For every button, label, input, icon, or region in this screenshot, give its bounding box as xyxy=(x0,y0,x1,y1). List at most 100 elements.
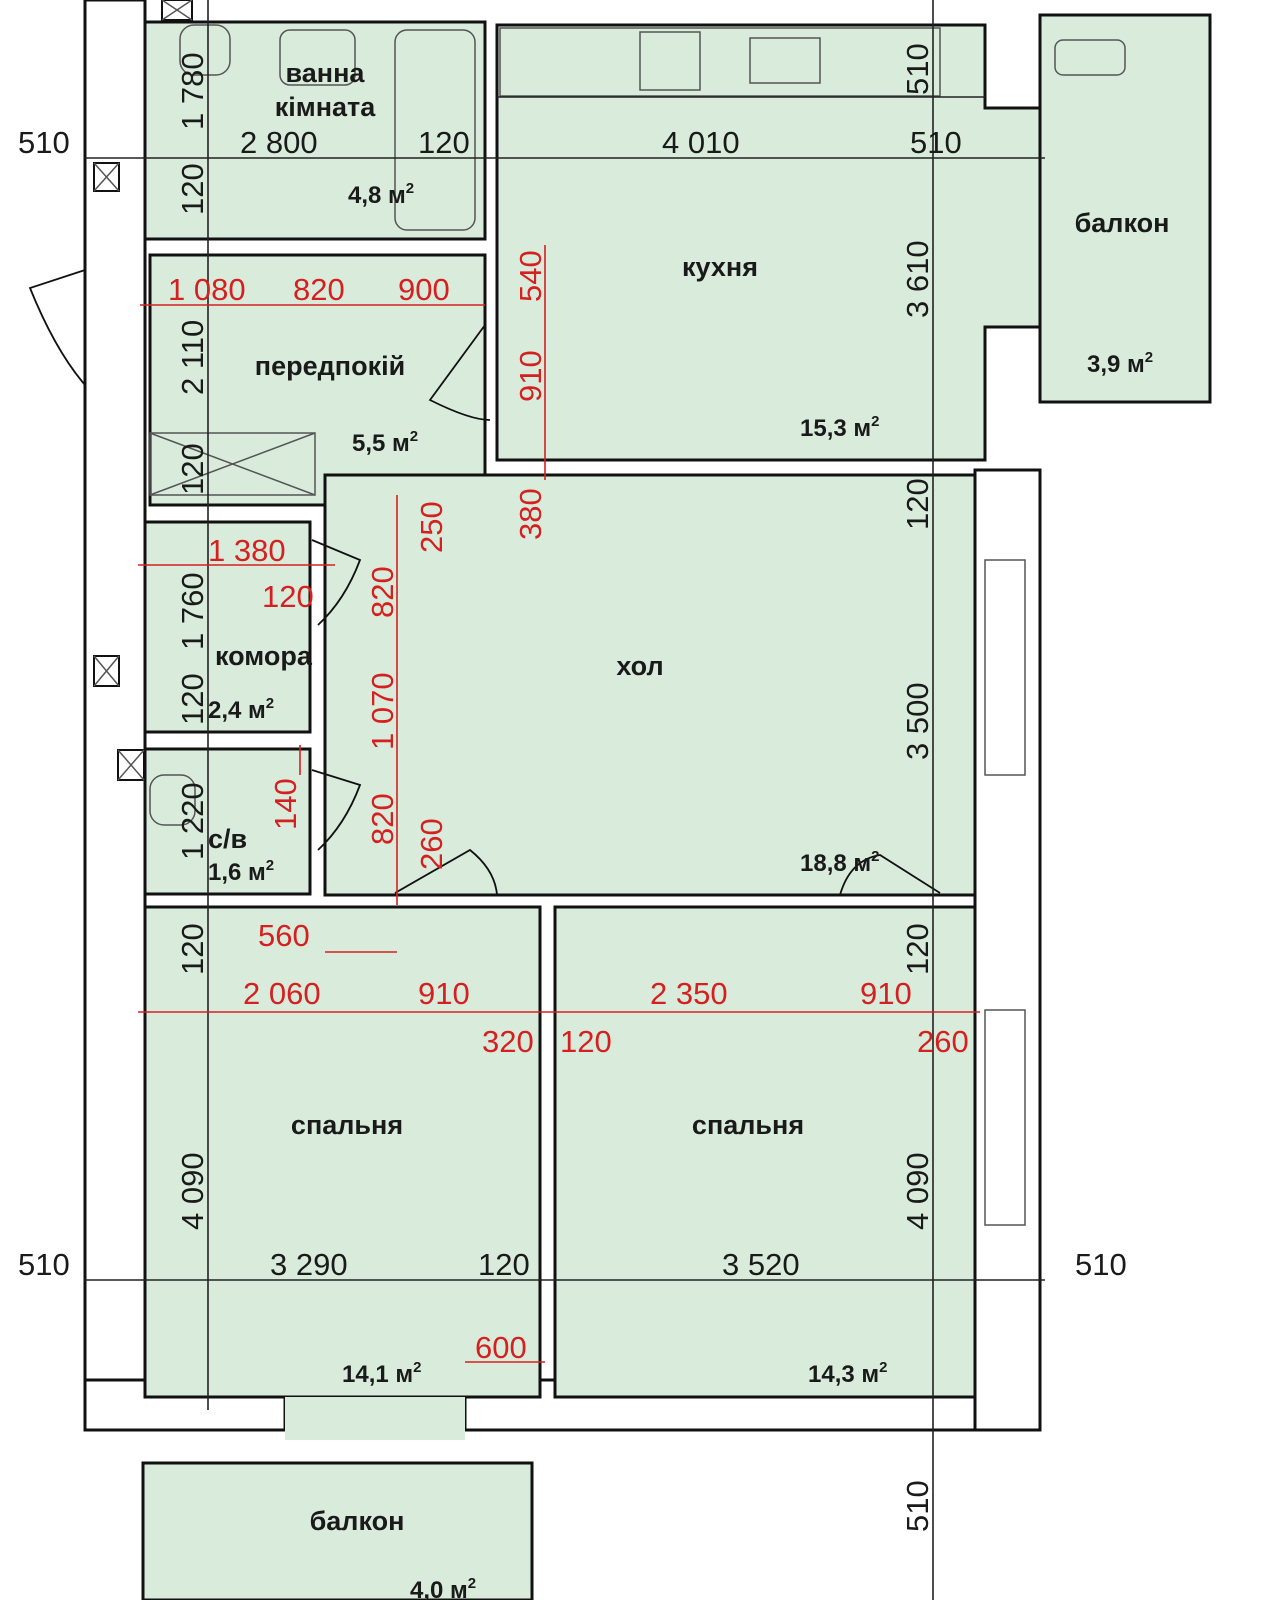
red-dim-bed-right-2350: 2 350 xyxy=(650,976,728,1011)
hallway-name: передпокій xyxy=(255,351,405,381)
dim-bedroom-right-width: 3 520 xyxy=(722,1247,800,1282)
dim-hall-height: 2 110 xyxy=(175,320,210,395)
storage-area: 2,4 м2 xyxy=(208,695,274,724)
dim-top-right-vertical: 510 xyxy=(900,43,935,95)
wardrobe xyxy=(149,432,316,496)
balcony-bottom-name: балкон xyxy=(310,1506,405,1536)
sink xyxy=(749,37,821,84)
exterior-wall-left xyxy=(83,0,147,1432)
red-dim-corridor-1070: 1 070 xyxy=(365,672,400,750)
balcony-top-name: балкон xyxy=(1075,208,1170,238)
red-dim-kitchen-door: 910 xyxy=(513,350,548,402)
room-hallway xyxy=(148,253,487,507)
kitchen-door-icon xyxy=(428,324,491,421)
red-dim-corridor-820b: 820 xyxy=(365,793,400,845)
red-dim-hall-seg3: 900 xyxy=(398,272,450,307)
dim-kitchen-bottom-wall: 120 xyxy=(900,478,935,530)
red-dim-balcony-door: 600 xyxy=(475,1330,527,1365)
wardrobe-x2 xyxy=(149,432,316,496)
balcony-bottom-area: 4,0 м2 xyxy=(410,1575,476,1600)
stove xyxy=(639,31,701,91)
dim-bedroom-left-height: 4 090 xyxy=(175,1152,210,1230)
wc-door-icon xyxy=(311,769,362,851)
red-dim-bed-left-door: 910 xyxy=(418,976,470,1011)
room-bathroom xyxy=(143,20,487,241)
red-dim-bed-right-260: 260 xyxy=(917,1024,969,1059)
dim-hol-bottom-wall: 120 xyxy=(900,923,935,975)
bedroom-left-door-icon xyxy=(394,848,498,896)
red-dim-kitchen-door-bottom: 380 xyxy=(513,488,548,540)
red-dim-storage-wall-120: 120 xyxy=(262,579,314,614)
red-dim-hall-seg2: 820 xyxy=(293,272,345,307)
bathroom-name-line2: кімната xyxy=(275,92,377,122)
dim-bath-width: 2 800 xyxy=(240,125,318,160)
red-dim-kitchen-door-top: 540 xyxy=(513,250,548,302)
dim-kitchen-wall: 510 xyxy=(910,125,962,160)
red-dim-bed-right-door: 910 xyxy=(860,976,912,1011)
living-hall-area: 18,8 м2 xyxy=(800,848,879,877)
storage-door-icon xyxy=(311,539,362,626)
bedroom-right-name: спальня xyxy=(692,1110,804,1140)
vent-shaft-icon xyxy=(93,655,120,687)
washbasin xyxy=(279,29,356,86)
room-bedroom-left xyxy=(143,905,542,1399)
wc-area: 1,6 м2 xyxy=(208,857,274,886)
dim-storage-height: 1 760 xyxy=(175,572,210,650)
bedroom-left-name: спальня xyxy=(291,1110,403,1140)
room-wc xyxy=(143,747,312,896)
bedroom-right-area: 14,3 м2 xyxy=(808,1359,887,1388)
window-hol xyxy=(984,559,1026,776)
dim-bath-height: 1 780 xyxy=(175,52,210,130)
red-dim-hall-seg1: 1 080 xyxy=(168,272,246,307)
red-dim-storage-width: 1 380 xyxy=(208,533,286,568)
red-dim-bed-right-120: 120 xyxy=(560,1024,612,1059)
kitchen-name: кухня xyxy=(682,252,758,282)
bedroom-right-door-icon xyxy=(839,854,941,896)
living-hall-name: хол xyxy=(616,651,663,681)
dim-bedroom-partition: 120 xyxy=(478,1247,530,1282)
room-living-hall xyxy=(323,473,977,897)
dim-bath-wall: 120 xyxy=(175,163,210,215)
kitchen-counter xyxy=(499,27,941,97)
vent-shaft-icon xyxy=(161,0,193,21)
toilet xyxy=(179,24,231,76)
red-dim-corridor-260: 260 xyxy=(414,818,449,870)
dim-left-bottom: 510 xyxy=(18,1247,70,1282)
dim-left-top: 510 xyxy=(18,125,70,160)
window-bedroom-right xyxy=(984,1009,1026,1226)
vent-shaft-icon xyxy=(117,749,145,781)
room-storage xyxy=(143,520,312,734)
red-dim-corridor-250: 250 xyxy=(414,501,449,553)
balcony-top-area: 3,9 м2 xyxy=(1087,349,1153,378)
room-kitchen xyxy=(495,23,1042,462)
bathtub xyxy=(394,29,476,231)
wc-name: с/в xyxy=(208,824,247,854)
wc-toilet xyxy=(149,774,196,826)
dim-hall-wall: 120 xyxy=(175,443,210,495)
bathroom-name-line1: ванна xyxy=(286,58,366,88)
bedroom-left-area: 14,1 м2 xyxy=(342,1359,421,1388)
dim-bedroom-right-height: 4 090 xyxy=(900,1152,935,1230)
balcony-top-fixture xyxy=(1054,39,1126,76)
dim-kitchen-width: 4 010 xyxy=(662,125,740,160)
dim-bedroom-left-width: 3 290 xyxy=(270,1247,348,1282)
dim-kitchen-height: 3 610 xyxy=(900,240,935,318)
bedroom-left-bay xyxy=(285,1397,465,1440)
dim-hol-height: 3 500 xyxy=(900,682,935,760)
dim-bath-partition: 120 xyxy=(418,125,470,160)
bathroom-area: 4,8 м2 xyxy=(348,180,414,209)
room-balcony-top xyxy=(1038,13,1212,404)
dim-bottom-vertical: 510 xyxy=(900,1480,935,1532)
red-dim-corridor-820a: 820 xyxy=(365,566,400,618)
dim-wc-height: 1 220 xyxy=(175,782,210,860)
dim-right-bottom: 510 xyxy=(1075,1247,1127,1282)
dim-storage-wall: 120 xyxy=(175,673,210,725)
entrance-door-icon xyxy=(28,269,86,386)
dim-bedroom-wall: 120 xyxy=(175,923,210,975)
red-dim-bed-left-560: 560 xyxy=(258,918,310,953)
room-bedroom-right xyxy=(553,905,977,1399)
red-dim-corridor-140: 140 xyxy=(268,778,303,830)
red-dim-bed-left-2060: 2 060 xyxy=(243,976,321,1011)
red-dim-bed-left-320: 320 xyxy=(482,1024,534,1059)
